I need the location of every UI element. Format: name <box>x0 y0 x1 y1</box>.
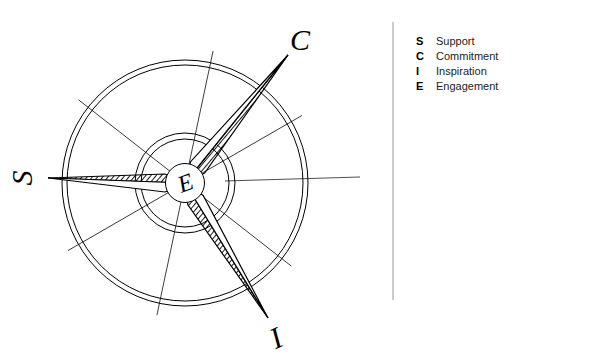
divider-line <box>393 22 394 300</box>
legend-text: Support <box>436 36 475 47</box>
legend-text: Inspiration <box>436 66 487 77</box>
point-letter: I <box>265 322 287 353</box>
point-letter: S <box>7 171 37 186</box>
compass-point <box>185 55 288 183</box>
legend-text: Commitment <box>436 51 498 62</box>
center-circle: E <box>165 163 205 203</box>
center-letter: E <box>174 169 196 197</box>
legend-key: E <box>416 81 423 92</box>
legend-key: I <box>416 66 419 77</box>
compass-point <box>185 183 268 318</box>
legend-text: Engagement <box>436 81 498 92</box>
spoke-line <box>225 177 360 181</box>
legend-key: S <box>416 36 423 47</box>
point-letter: C <box>290 25 310 55</box>
compass-point <box>185 183 268 318</box>
legend-key: C <box>416 51 424 62</box>
spoke-line <box>157 51 213 315</box>
compass-point <box>185 55 288 183</box>
